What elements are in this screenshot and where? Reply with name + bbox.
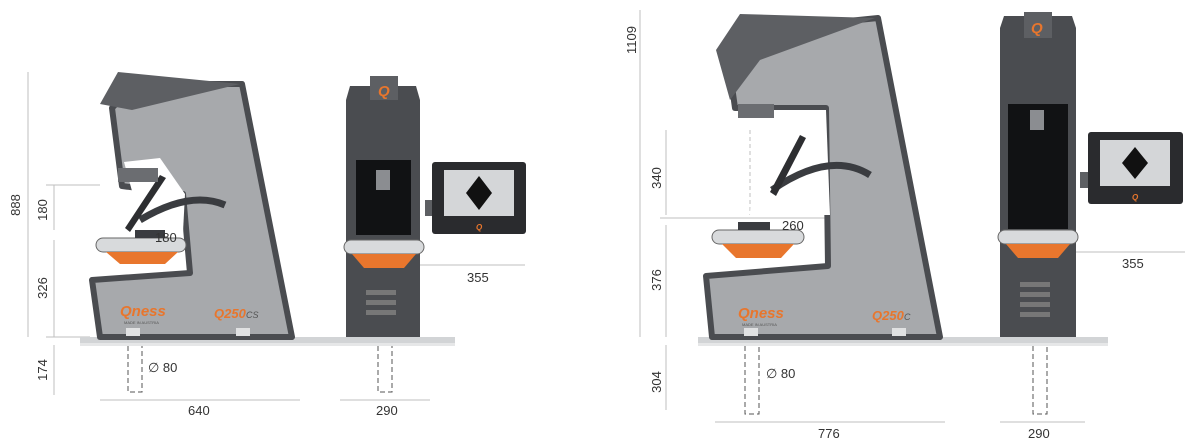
left-vertical-dimension-lines bbox=[27, 72, 525, 401]
right-anvil-top bbox=[738, 222, 770, 230]
right-side-view: Q Q bbox=[997, 12, 1183, 337]
right-mid-height-label: 376 bbox=[649, 269, 664, 291]
right-hole-label: ∅ 80 bbox=[766, 366, 795, 381]
left-upper-height-label: 180 bbox=[35, 199, 50, 221]
right-screen-offset-label: 355 bbox=[1122, 256, 1144, 271]
left-brand-logo: Qness bbox=[120, 303, 166, 320]
right-side-depth-label: 290 bbox=[1028, 426, 1050, 441]
right-floor-edge bbox=[698, 343, 1108, 346]
right-base-height-label: 304 bbox=[649, 371, 664, 393]
left-screen-offset-label: 355 bbox=[467, 270, 489, 285]
right-model-suffix: C bbox=[904, 312, 911, 322]
right-foot bbox=[744, 328, 758, 336]
left-base-height-label: 174 bbox=[35, 359, 50, 381]
right-foot-rear bbox=[892, 328, 906, 336]
left-brand-sub: MADE IN AUSTRIA bbox=[124, 320, 159, 325]
right-anchor-hole bbox=[744, 346, 1048, 415]
left-side-depth-label: 290 bbox=[376, 403, 398, 418]
right-monitor-q: Q bbox=[1132, 193, 1139, 202]
left-anchor-hole bbox=[127, 346, 393, 393]
right-brand-sub: MADE IN AUSTRIA bbox=[742, 322, 777, 327]
right-arm bbox=[770, 161, 872, 193]
left-throat-label: 180 bbox=[155, 230, 177, 245]
left-indenter bbox=[118, 168, 158, 182]
left-hole-label: ∅ 80 bbox=[148, 360, 177, 375]
right-anvil-orange bbox=[722, 244, 794, 258]
left-total-height-label: 888 bbox=[8, 194, 23, 216]
right-screen bbox=[770, 135, 806, 196]
left-anvil-orange bbox=[106, 252, 178, 264]
left-monitor-q: Q bbox=[476, 223, 483, 232]
left-model-suffix: CS bbox=[246, 310, 259, 320]
right-model-label: Q250 bbox=[872, 308, 905, 323]
left-side-view: Q Q bbox=[343, 76, 526, 337]
left-head bbox=[100, 72, 240, 110]
left-screen bbox=[125, 175, 166, 232]
right-indenter bbox=[738, 104, 774, 118]
left-arm bbox=[138, 196, 227, 224]
left-frame-body bbox=[89, 81, 295, 340]
right-width-label: 776 bbox=[818, 426, 840, 441]
right-vertical-dimension-lines bbox=[639, 10, 1185, 423]
right-brand-logo: Qness bbox=[738, 305, 784, 322]
left-anvil-top bbox=[135, 230, 165, 238]
right-head bbox=[716, 14, 875, 100]
left-foot-rear bbox=[236, 328, 250, 336]
left-q-mark: Q bbox=[378, 83, 390, 100]
left-machine-group: 888 180 326 174 ∅ 80 180 Qness MADE IN A… bbox=[8, 72, 526, 418]
left-model-label: Q250 bbox=[214, 306, 247, 321]
right-upper-height-label: 340 bbox=[649, 167, 664, 189]
right-machine-group: 1109 340 376 304 ∅ 80 260 Qness MADE IN … bbox=[624, 10, 1185, 441]
right-q-mark: Q bbox=[1031, 20, 1043, 37]
left-floor-edge bbox=[80, 343, 455, 346]
right-throat-label: 260 bbox=[782, 218, 804, 233]
left-mid-height-label: 326 bbox=[35, 277, 50, 299]
right-total-height-label: 1109 bbox=[624, 26, 639, 54]
left-foot bbox=[126, 328, 140, 336]
left-width-label: 640 bbox=[188, 403, 210, 418]
